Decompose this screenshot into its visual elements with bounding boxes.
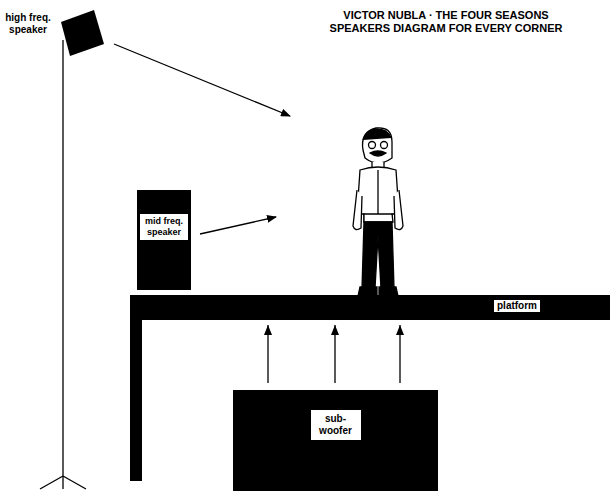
platform-leg [130, 300, 142, 481]
speaker-shape [58, 10, 104, 56]
speaker-label: high freq. speaker [4, 12, 52, 36]
subwoofer-box: sub- woofer [233, 390, 438, 491]
arrow-head [396, 325, 404, 335]
platform-label: platform [494, 300, 540, 312]
sound-arrow [200, 217, 276, 234]
sound-arrow [114, 44, 290, 116]
speaker-label: sub- woofer [311, 410, 361, 440]
arrow-head [331, 325, 339, 335]
speaker-label: mid freq. speaker [140, 214, 188, 240]
speaker-stand [40, 40, 86, 489]
high-freq-speaker: high freq. speaker [58, 10, 104, 56]
platform-band: platform [130, 295, 610, 320]
mid-freq-speaker: mid freq. speaker [137, 190, 191, 290]
person-figure [353, 128, 403, 296]
diagram-title: VICTOR NUBLA · THE FOUR SEASONS SPEAKERS… [315, 9, 577, 35]
arrow-head [264, 325, 272, 335]
